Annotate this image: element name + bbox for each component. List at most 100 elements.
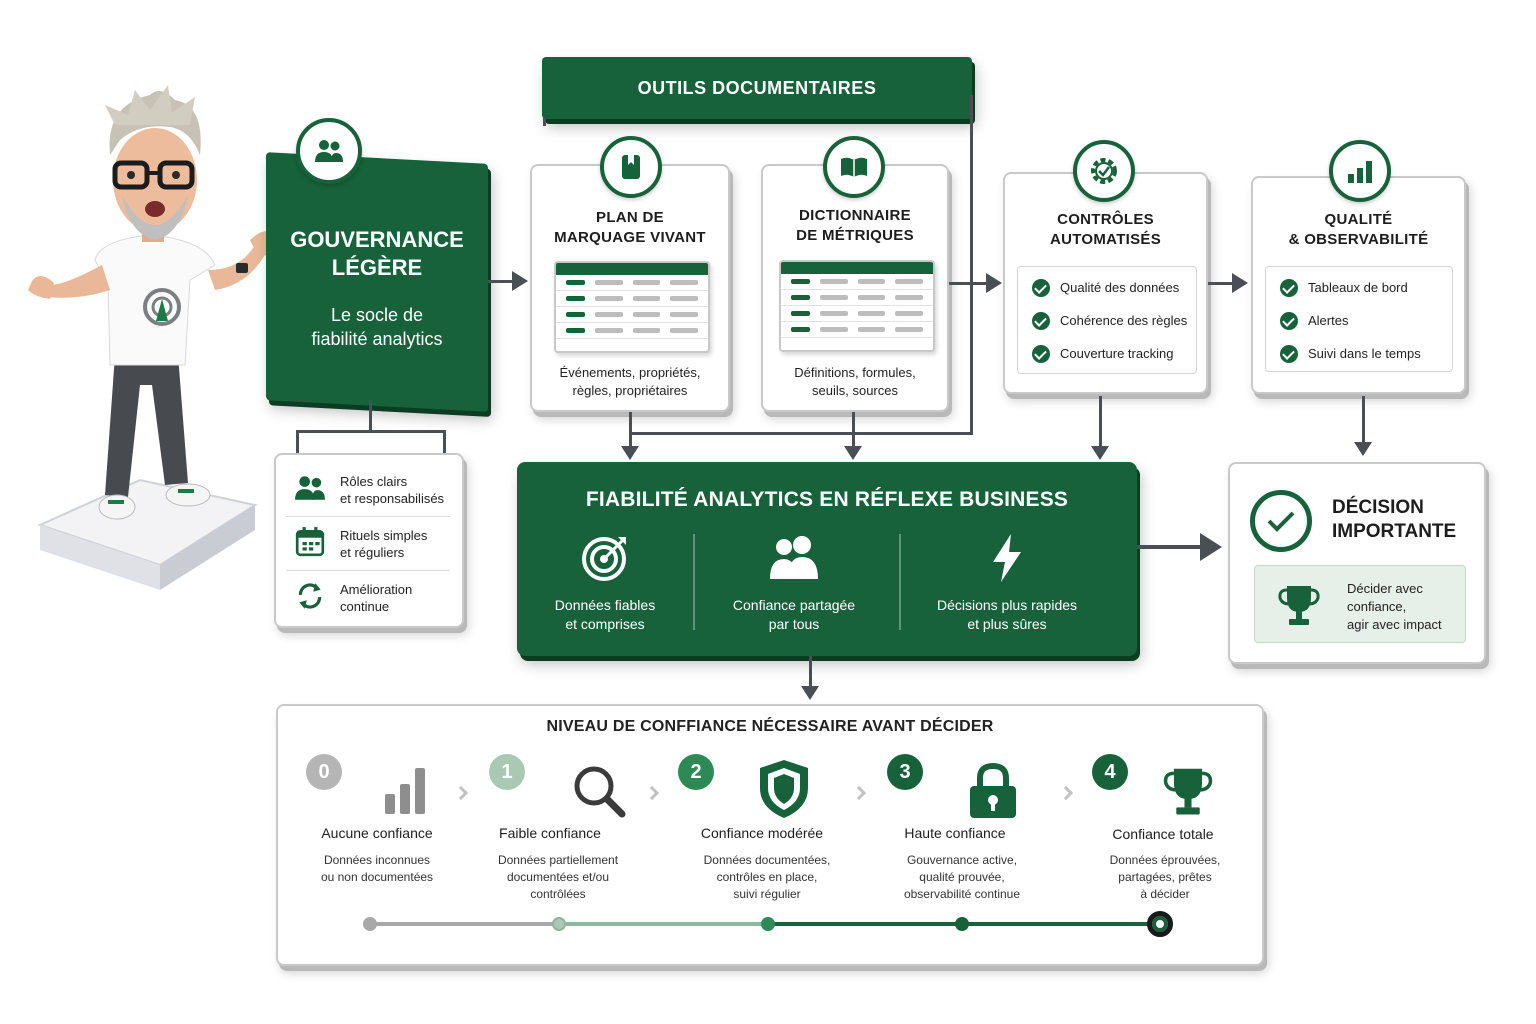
qualite-card: QUALITÉ & OBSERVABILITÉ Tableaux de bord… <box>1251 140 1466 394</box>
check-icon <box>1280 278 1298 297</box>
dictionnaire-table-illustration <box>779 260 935 352</box>
level-desc-line: qualité prouvée, <box>919 870 1005 884</box>
qualite-title-line1: QUALITÉ <box>1324 211 1393 228</box>
progress-track-gray <box>370 922 560 926</box>
plan-caption: Événements, propriétés, règles, propriét… <box>532 364 728 400</box>
gov-item-line: et responsabilisés <box>340 490 445 506</box>
decision-importante-card: DÉCISION IMPORTANTE Décider avec confian… <box>1228 462 1486 664</box>
pillar-line: Décisions plus rapides <box>936 597 1078 613</box>
level-1-name: Faible confiance <box>499 825 601 841</box>
level-desc-line: partagées, prêtes <box>1118 870 1212 884</box>
arrow-down <box>1354 442 1372 456</box>
connector <box>630 432 973 435</box>
level-4-name: Confiance totale <box>1112 826 1214 842</box>
level-desc-line: Données partiellement <box>497 853 619 867</box>
niveaux-title: NIVEAU DE CONFFIANCE NÉCESSAIRE AVANT DÉ… <box>546 718 994 735</box>
progress-dot-0 <box>363 917 377 931</box>
connector <box>543 118 546 126</box>
check-icon <box>1280 344 1298 363</box>
fiabilite-title: FIABILITÉ ANALYTICS EN RÉFLEXE BUSINESS <box>585 488 1069 511</box>
dictionnaire-card: DICTIONNAIRE DE MÉTRIQUES Définitions, f… <box>761 136 949 412</box>
connector <box>488 280 514 283</box>
gouvernance-title-line1: GOUVERNANCE <box>290 227 464 252</box>
pillar-line: Données fiables <box>554 597 656 613</box>
level-2-name: Confiance modérée <box>700 825 824 841</box>
outils-title: OUTILS DOCUMENTAIRES <box>637 77 877 98</box>
level-3-name: Haute confiance <box>904 825 1006 841</box>
bar-chart-icon <box>1329 140 1391 202</box>
qualite-item: Suivi dans le temps <box>1266 337 1452 370</box>
dictionnaire-title-line2: DE MÉTRIQUES <box>796 227 914 244</box>
pillar-line: Confiance partagée <box>732 597 856 613</box>
level-4-desc: Données éprouvées, partagées, prêtes à d… <box>1065 852 1265 903</box>
level-3-badge: 3 <box>887 754 923 790</box>
level-0-name: Aucune confiance <box>321 825 433 841</box>
arrow-down <box>621 446 639 460</box>
pillar-line: et plus sûres <box>967 616 1047 632</box>
gouvernance-subtitle-line2: fiabilité analytics <box>311 329 443 349</box>
pillar-decisions-rapides: Décisions plus rapides et plus sûres <box>917 532 1097 634</box>
calendar-icon <box>294 526 326 562</box>
gouvernance-subtitle: Le socle de fiabilité analytics <box>266 303 488 351</box>
level-4-badge: 4 <box>1092 754 1128 790</box>
level-0-desc: Données inconnues ou non documentées <box>277 852 477 886</box>
level-desc-line: documentées et/ou <box>506 870 610 884</box>
pillar-donnees-fiables: Données fiables et comprises <box>525 532 685 634</box>
qualite-title-line2: & OBSERVABILITÉ <box>1288 231 1429 248</box>
pillar-line: par tous <box>768 616 820 632</box>
level-desc-line: Données inconnues <box>323 853 431 867</box>
decision-title: DÉCISION IMPORTANTE <box>1332 496 1456 544</box>
gouvernance-subtitle-line1: Le socle de <box>330 305 424 325</box>
qualite-item-label: Alertes <box>1308 313 1349 328</box>
shield-icon <box>756 758 812 825</box>
connector <box>443 430 446 454</box>
qualite-list: Tableaux de bord Alertes Suivi dans le t… <box>1265 266 1453 372</box>
progress-track-light <box>560 922 768 926</box>
level-0-badge: 0 <box>306 754 342 790</box>
decision-box-line: agir avec impact <box>1347 617 1442 632</box>
refresh-icon <box>294 580 326 616</box>
qualite-item: Alertes <box>1266 304 1452 337</box>
decision-box-line: Décider avec <box>1347 581 1423 596</box>
trophy-icon <box>1160 764 1216 823</box>
plan-caption-line2: règles, propriétaires <box>572 383 688 398</box>
qualite-item: Tableaux de bord <box>1266 271 1452 304</box>
bar-chart-icon <box>382 764 432 821</box>
decision-box: Décider avec confiance, agir avec impact <box>1254 565 1466 643</box>
presenter-illustration <box>10 85 285 605</box>
qualite-item-label: Suivi dans le temps <box>1308 346 1421 361</box>
controles-list: Qualité des données Cohérence des règles… <box>1017 266 1197 374</box>
controles-item: Couverture tracking <box>1018 337 1196 370</box>
arrow-right <box>1200 533 1222 561</box>
level-desc-line: Données éprouvées, <box>1109 853 1221 867</box>
dictionnaire-caption-line1: Définitions, formules, <box>794 365 916 380</box>
gov-item-line: continue <box>340 599 390 614</box>
gear-check-icon <box>1073 140 1135 202</box>
arrow-down <box>844 446 862 460</box>
pillar-confiance-partagee: Confiance partagée par tous <box>714 532 874 634</box>
lock-icon <box>966 762 1020 825</box>
connector <box>970 95 973 435</box>
connector <box>1137 545 1203 549</box>
qualite-title: QUALITÉ & OBSERVABILITÉ <box>1253 210 1464 250</box>
magnifier-icon <box>570 762 628 825</box>
gov-item-line: Amélioration <box>340 582 413 597</box>
controles-card: CONTRÔLES AUTOMATISÉS Qualité des donnée… <box>1003 140 1208 394</box>
level-desc-line: ou non documentées <box>320 870 434 884</box>
controles-item: Cohérence des règles <box>1018 304 1196 337</box>
level-desc-line: observabilité continue <box>903 887 1021 901</box>
divider <box>693 534 695 630</box>
pillar-line: et comprises <box>565 616 645 632</box>
trophy-icon <box>1277 582 1321 633</box>
plan-de-marquage-card: PLAN DE MARQUAGE VIVANT Événements, prop… <box>530 136 730 412</box>
level-2-badge: 2 <box>678 754 714 790</box>
level-desc-line: suivi régulier <box>733 887 801 901</box>
controles-title-line2: AUTOMATISÉS <box>1049 231 1162 248</box>
gouvernance-title: GOUVERNANCE LÉGÈRE <box>266 226 488 282</box>
lightning-icon <box>917 532 1097 584</box>
check-icon <box>1280 311 1298 330</box>
plan-title-line2: MARQUAGE VIVANT <box>554 229 706 246</box>
